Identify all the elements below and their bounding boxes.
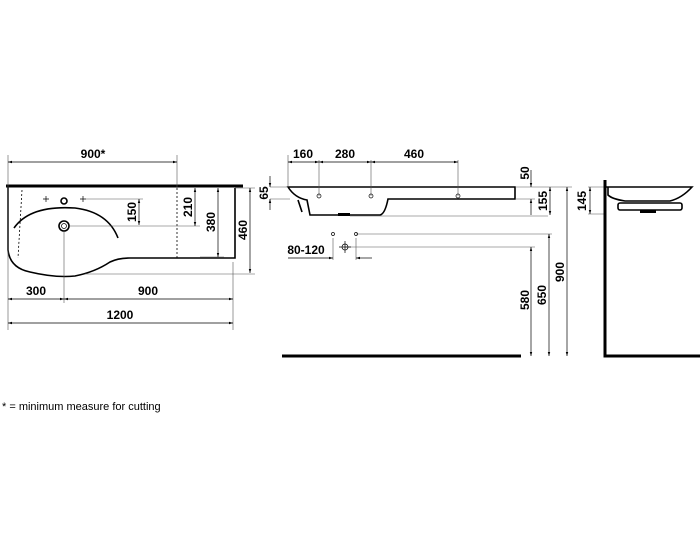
dim-900-height: 900 (553, 262, 567, 282)
side-view: 65 160 280 460 50 155 80-120 580 650 900 (257, 147, 572, 358)
dim-80-120: 80-120 (287, 243, 325, 257)
dim-160: 160 (293, 147, 313, 161)
dim-650: 650 (535, 285, 549, 305)
dim-65: 65 (257, 186, 271, 200)
plan-view: 900* 150 210 380 460 300 900 1200 (6, 147, 255, 330)
dim-150: 150 (125, 202, 139, 222)
dim-300: 300 (26, 284, 46, 298)
drain-icon (58, 220, 70, 232)
dim-580: 580 (518, 290, 532, 310)
dim-1200: 1200 (107, 308, 134, 322)
dim-155: 155 (536, 191, 550, 211)
dim-280: 280 (335, 147, 355, 161)
profile-view: 145 (575, 180, 700, 358)
dim-145: 145 (575, 191, 589, 211)
dim-900: 900 (138, 284, 158, 298)
dim-210: 210 (181, 197, 195, 217)
dim-460-side: 460 (404, 147, 424, 161)
dim-460: 460 (236, 220, 250, 240)
dim-50: 50 (518, 166, 532, 180)
dim-900-min: 900* (81, 147, 106, 161)
footnote: * = minimum measure for cutting (2, 401, 161, 413)
tap-hole-icon (60, 197, 68, 205)
dim-380: 380 (204, 212, 218, 232)
